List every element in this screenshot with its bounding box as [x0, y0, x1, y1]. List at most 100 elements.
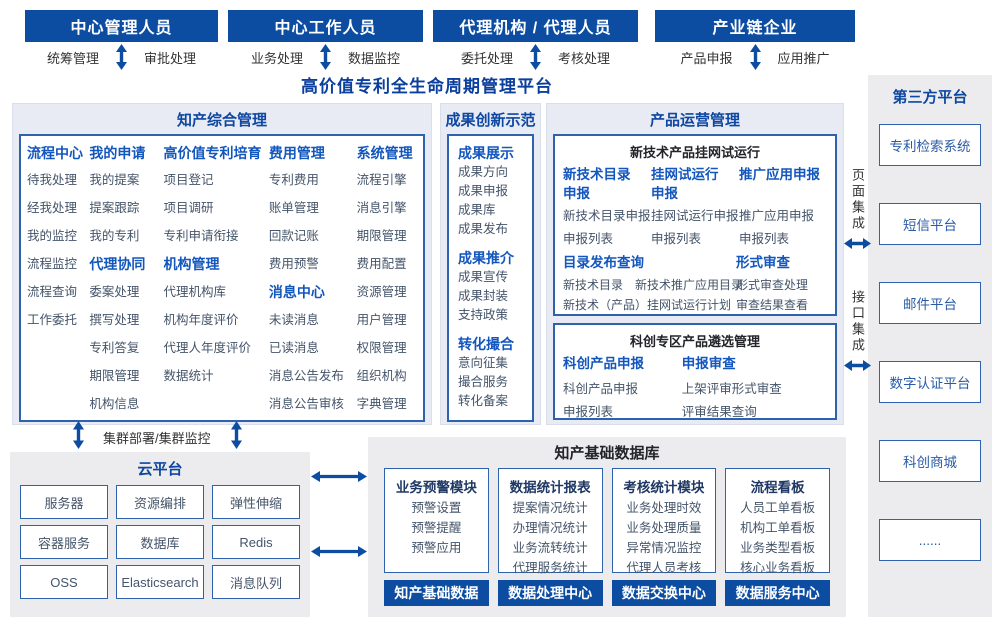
- column-header: 费用管理: [268, 145, 325, 161]
- cloud-service: Redis: [212, 525, 300, 559]
- menu-item: 申报列表: [563, 232, 614, 246]
- column-subheader: 机构管理: [163, 256, 220, 272]
- cloud-service: OSS: [20, 565, 108, 599]
- double-arrow-horizontal-icon: [844, 360, 871, 371]
- role-actions-agency: 委托处理 考核处理: [433, 44, 638, 70]
- menu-list: 流程引擎消息引擎期限管理费用配置资源管理用户管理权限管理组织机构字典管理: [357, 166, 421, 418]
- menu-item: 科创产品申报: [563, 382, 639, 396]
- cloud-service: 数据库: [116, 525, 204, 559]
- section-ip-database: 知产基础数据库 业务预警模块 预警设置预警提醒预警应用 数据统计报表 提案情况统…: [368, 437, 846, 617]
- menu-item: 撮合服务: [458, 375, 509, 389]
- cloud-service: 消息队列: [212, 565, 300, 599]
- double-arrow-vertical-icon: [231, 421, 242, 449]
- group-header: 形式审查: [735, 255, 790, 270]
- group-formal-review: 形式审查 形式审查处理审查结果查看: [736, 253, 827, 315]
- module-header: 业务预警模块: [395, 480, 477, 495]
- menu-item: 撰写处理: [89, 313, 140, 327]
- ip-management-panel: 流程中心 待我处理经我处理我的监控流程监控流程查询工作委托 我的申请 我的提案提…: [19, 134, 425, 422]
- section-title: 云平台: [137, 461, 183, 478]
- cloud-service: 弹性伸缩: [212, 485, 300, 519]
- role-action-label: 委托处理: [460, 50, 513, 66]
- role-banner-center-manager: 中心管理人员: [25, 10, 218, 42]
- menu-item: 流程监控: [27, 257, 78, 271]
- double-arrow-horizontal-icon: [311, 471, 367, 482]
- menu-item: 提案跟踪: [89, 201, 140, 215]
- menu-list: 人员工单看板机构工单看板业务类型看板核心业务看板: [726, 498, 829, 578]
- sci-tech-selection-panel: 科创专区产品遴选管理 科创产品申报 科创产品申报申报列表 申报审查 上架评审形式…: [553, 323, 837, 420]
- menu-item: 工作委托: [27, 313, 78, 327]
- menu-list: 成果宣传成果封装支持政策: [458, 268, 532, 325]
- menu-list: 项目登记项目调研专利申请衔接: [164, 166, 269, 250]
- menu-item: 专利费用: [268, 173, 319, 187]
- group-header: 科创产品申报: [563, 356, 644, 371]
- menu-item: 专利答复: [89, 341, 140, 355]
- menu-list: 委案处理撰写处理专利答复期限管理机构信息: [89, 278, 163, 418]
- menu-item: 提案情况统计: [512, 501, 588, 515]
- module-header: 流程看板: [750, 480, 805, 495]
- panel-title: 新技术产品挂网试运行: [629, 145, 760, 160]
- menu-item: 机构工单看板: [740, 521, 816, 535]
- menu-item: 待我处理: [27, 173, 78, 187]
- module-business-warning: 业务预警模块 预警设置预警提醒预警应用: [384, 468, 489, 573]
- menu-list: 提案情况统计办理情况统计业务流转统计代理服务统计: [499, 498, 602, 578]
- menu-item: 核心业务看板: [740, 561, 816, 575]
- third-party-system: ......: [879, 519, 981, 561]
- menu-item: 费用配置: [356, 257, 407, 271]
- column-subheader: 消息中心: [268, 284, 325, 300]
- menu-list: 成果方向成果申报成果库成果发布: [458, 163, 532, 239]
- api-integration-label: 接口集成: [850, 290, 865, 354]
- achievement-panel: 成果展示 成果方向成果申报成果库成果发布 成果推介 成果宣传成果封装支持政策 转…: [447, 134, 534, 422]
- column-my-application: 我的申请 我的提案提案跟踪我的专利 代理协同 委案处理撰写处理专利答复期限管理机…: [89, 142, 163, 420]
- menu-item: 意向征集: [458, 356, 509, 370]
- trial-row2: 目录发布查询 新技术目录 新技术推广应用目录 新技术（产品）挂网试运行计划 形式…: [555, 251, 835, 315]
- menu-item: 字典管理: [356, 397, 407, 411]
- data-center-banner: 数据处理中心: [497, 580, 603, 606]
- menu-item: 异常情况监控: [626, 541, 702, 555]
- role-action-label: 业务处理: [250, 50, 303, 66]
- block-header: 成果推介: [458, 250, 514, 266]
- menu-item: 成果封装: [458, 289, 509, 303]
- trial-groups: 新技术目录申报 新技术目录申报申报列表 挂网试运行申报 挂网试运行申报申报列表 …: [555, 161, 835, 251]
- group-promotion-declare: 推广应用申报 推广应用申报申报列表: [739, 165, 827, 251]
- menu-item: 挂网试运行申报: [651, 209, 739, 223]
- menu-item: 回款记账: [268, 229, 319, 243]
- menu-item: 申报列表: [563, 405, 614, 419]
- menu-item: 已读消息: [268, 341, 319, 355]
- menu-item: 组织机构: [356, 369, 407, 383]
- third-party-list: 专利检索系统短信平台邮件平台数字认证平台科创商城......: [868, 124, 992, 561]
- data-center-banner: 知产基础数据: [384, 580, 489, 606]
- menu-list: 上架评审形式审查评审结果查询: [682, 378, 827, 424]
- section-ip-management: 知产综合管理 流程中心 待我处理经我处理我的监控流程监控流程查询工作委托 我的申…: [12, 103, 432, 425]
- role-action-label: 审批处理: [144, 50, 197, 66]
- menu-item: 业务流转统计: [512, 541, 588, 555]
- third-party-system: 专利检索系统: [879, 124, 981, 166]
- menu-item: 新技术（产品）挂网试运行计划: [563, 298, 732, 312]
- module-header: 数据统计报表: [509, 480, 591, 495]
- double-arrow-vertical-icon: [73, 421, 84, 449]
- menu-item: 成果宣传: [458, 270, 509, 284]
- module-statistics-report: 数据统计报表 提案情况统计办理情况统计业务流转统计代理服务统计: [497, 468, 603, 575]
- role-banner-enterprise: 产业链企业: [655, 10, 855, 42]
- menu-item: 评审结果查询: [681, 405, 757, 419]
- role-banner-center-staff: 中心工作人员: [228, 10, 423, 42]
- menu-item: 我的专利: [89, 229, 140, 243]
- section-achievement-innovation: 成果创新示范 成果展示 成果方向成果申报成果库成果发布 成果推介 成果宣传成果封…: [440, 103, 541, 425]
- menu-item: 消息公告审核: [268, 397, 344, 411]
- section-title: 知产基础数据库: [554, 445, 660, 462]
- double-arrow-horizontal-icon: [844, 238, 871, 249]
- section-third-party: 第三方平台 专利检索系统短信平台邮件平台数字认证平台科创商城......: [868, 75, 992, 617]
- menu-item: 形式审查处理: [735, 278, 808, 292]
- menu-item: 资源管理: [356, 285, 407, 299]
- group-header: 申报审查: [681, 356, 736, 371]
- menu-item: 成果申报: [458, 184, 509, 198]
- double-arrow-vertical-icon: [116, 44, 127, 70]
- column-header: 流程中心: [27, 145, 83, 161]
- panel-title: 科创专区产品遴选管理: [629, 334, 760, 349]
- menu-item: 成果发布: [458, 222, 509, 236]
- role-actions-enterprise: 产品申报 应用推广: [655, 44, 855, 70]
- data-center-banner: 数据交换中心: [611, 580, 717, 606]
- group-declare-review: 申报审查 上架评审形式审查评审结果查询: [682, 354, 827, 424]
- menu-item: 消息引擎: [356, 201, 407, 215]
- menu-item: 代理人年度评价: [163, 341, 252, 355]
- menu-item: 预警提醒: [411, 521, 462, 535]
